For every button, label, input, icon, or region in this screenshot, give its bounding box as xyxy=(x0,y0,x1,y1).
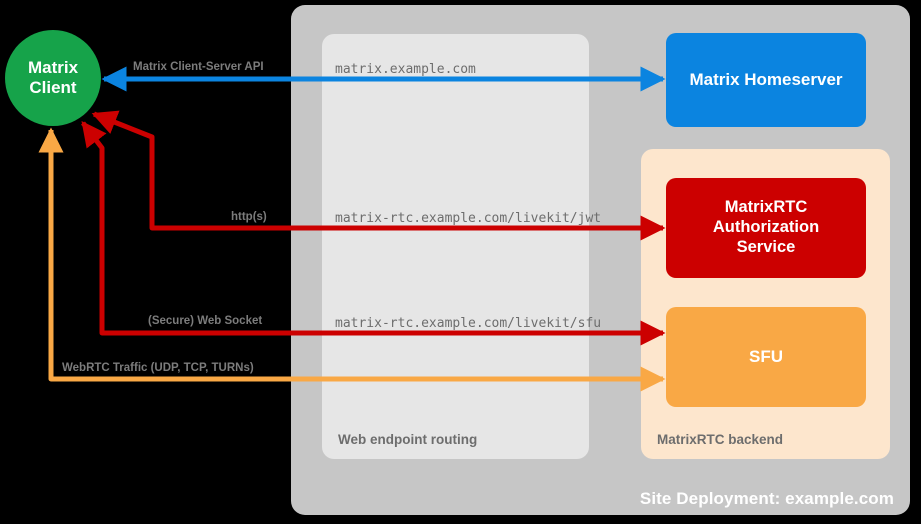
site-deployment-label: Site Deployment: example.com xyxy=(639,489,894,508)
node-matrix-client-label-line1: Matrix xyxy=(27,58,79,78)
node-matrix-homeserver[interactable]: Matrix Homeserver xyxy=(666,33,866,127)
wire-webrtc-traffic xyxy=(38,127,666,392)
node-sfu[interactable]: SFU xyxy=(666,307,866,407)
node-matrixrtc-auth-label-line1: MatrixRTC xyxy=(724,198,808,217)
connection-web-socket-label: (Secure) Web Socket xyxy=(148,315,263,327)
matrixrtc-backend-label: MatrixRTC backend xyxy=(657,432,784,447)
wire-https xyxy=(91,110,666,241)
node-matrixrtc-authorization-service[interactable]: MatrixRTC Authorization Service xyxy=(666,178,866,278)
node-matrix-homeserver-label: Matrix Homeserver xyxy=(689,69,843,89)
node-matrix-client-label-line2: Client xyxy=(29,78,77,97)
connection-webrtc-traffic-label: WebRTC Traffic (UDP, TCP, TURNs) xyxy=(62,362,254,374)
node-matrixrtc-auth-label-line3: Service xyxy=(736,237,796,256)
connection-https-label: http(s) xyxy=(231,211,267,223)
node-matrixrtc-auth-label-line2: Authorization xyxy=(712,218,820,237)
node-matrix-client[interactable]: Matrix Client xyxy=(5,30,101,126)
web-endpoint-routing-label: Web endpoint routing xyxy=(338,432,478,447)
connection-client-server-api-label: Matrix Client-Server API xyxy=(133,61,264,73)
node-sfu-label: SFU xyxy=(749,346,783,366)
